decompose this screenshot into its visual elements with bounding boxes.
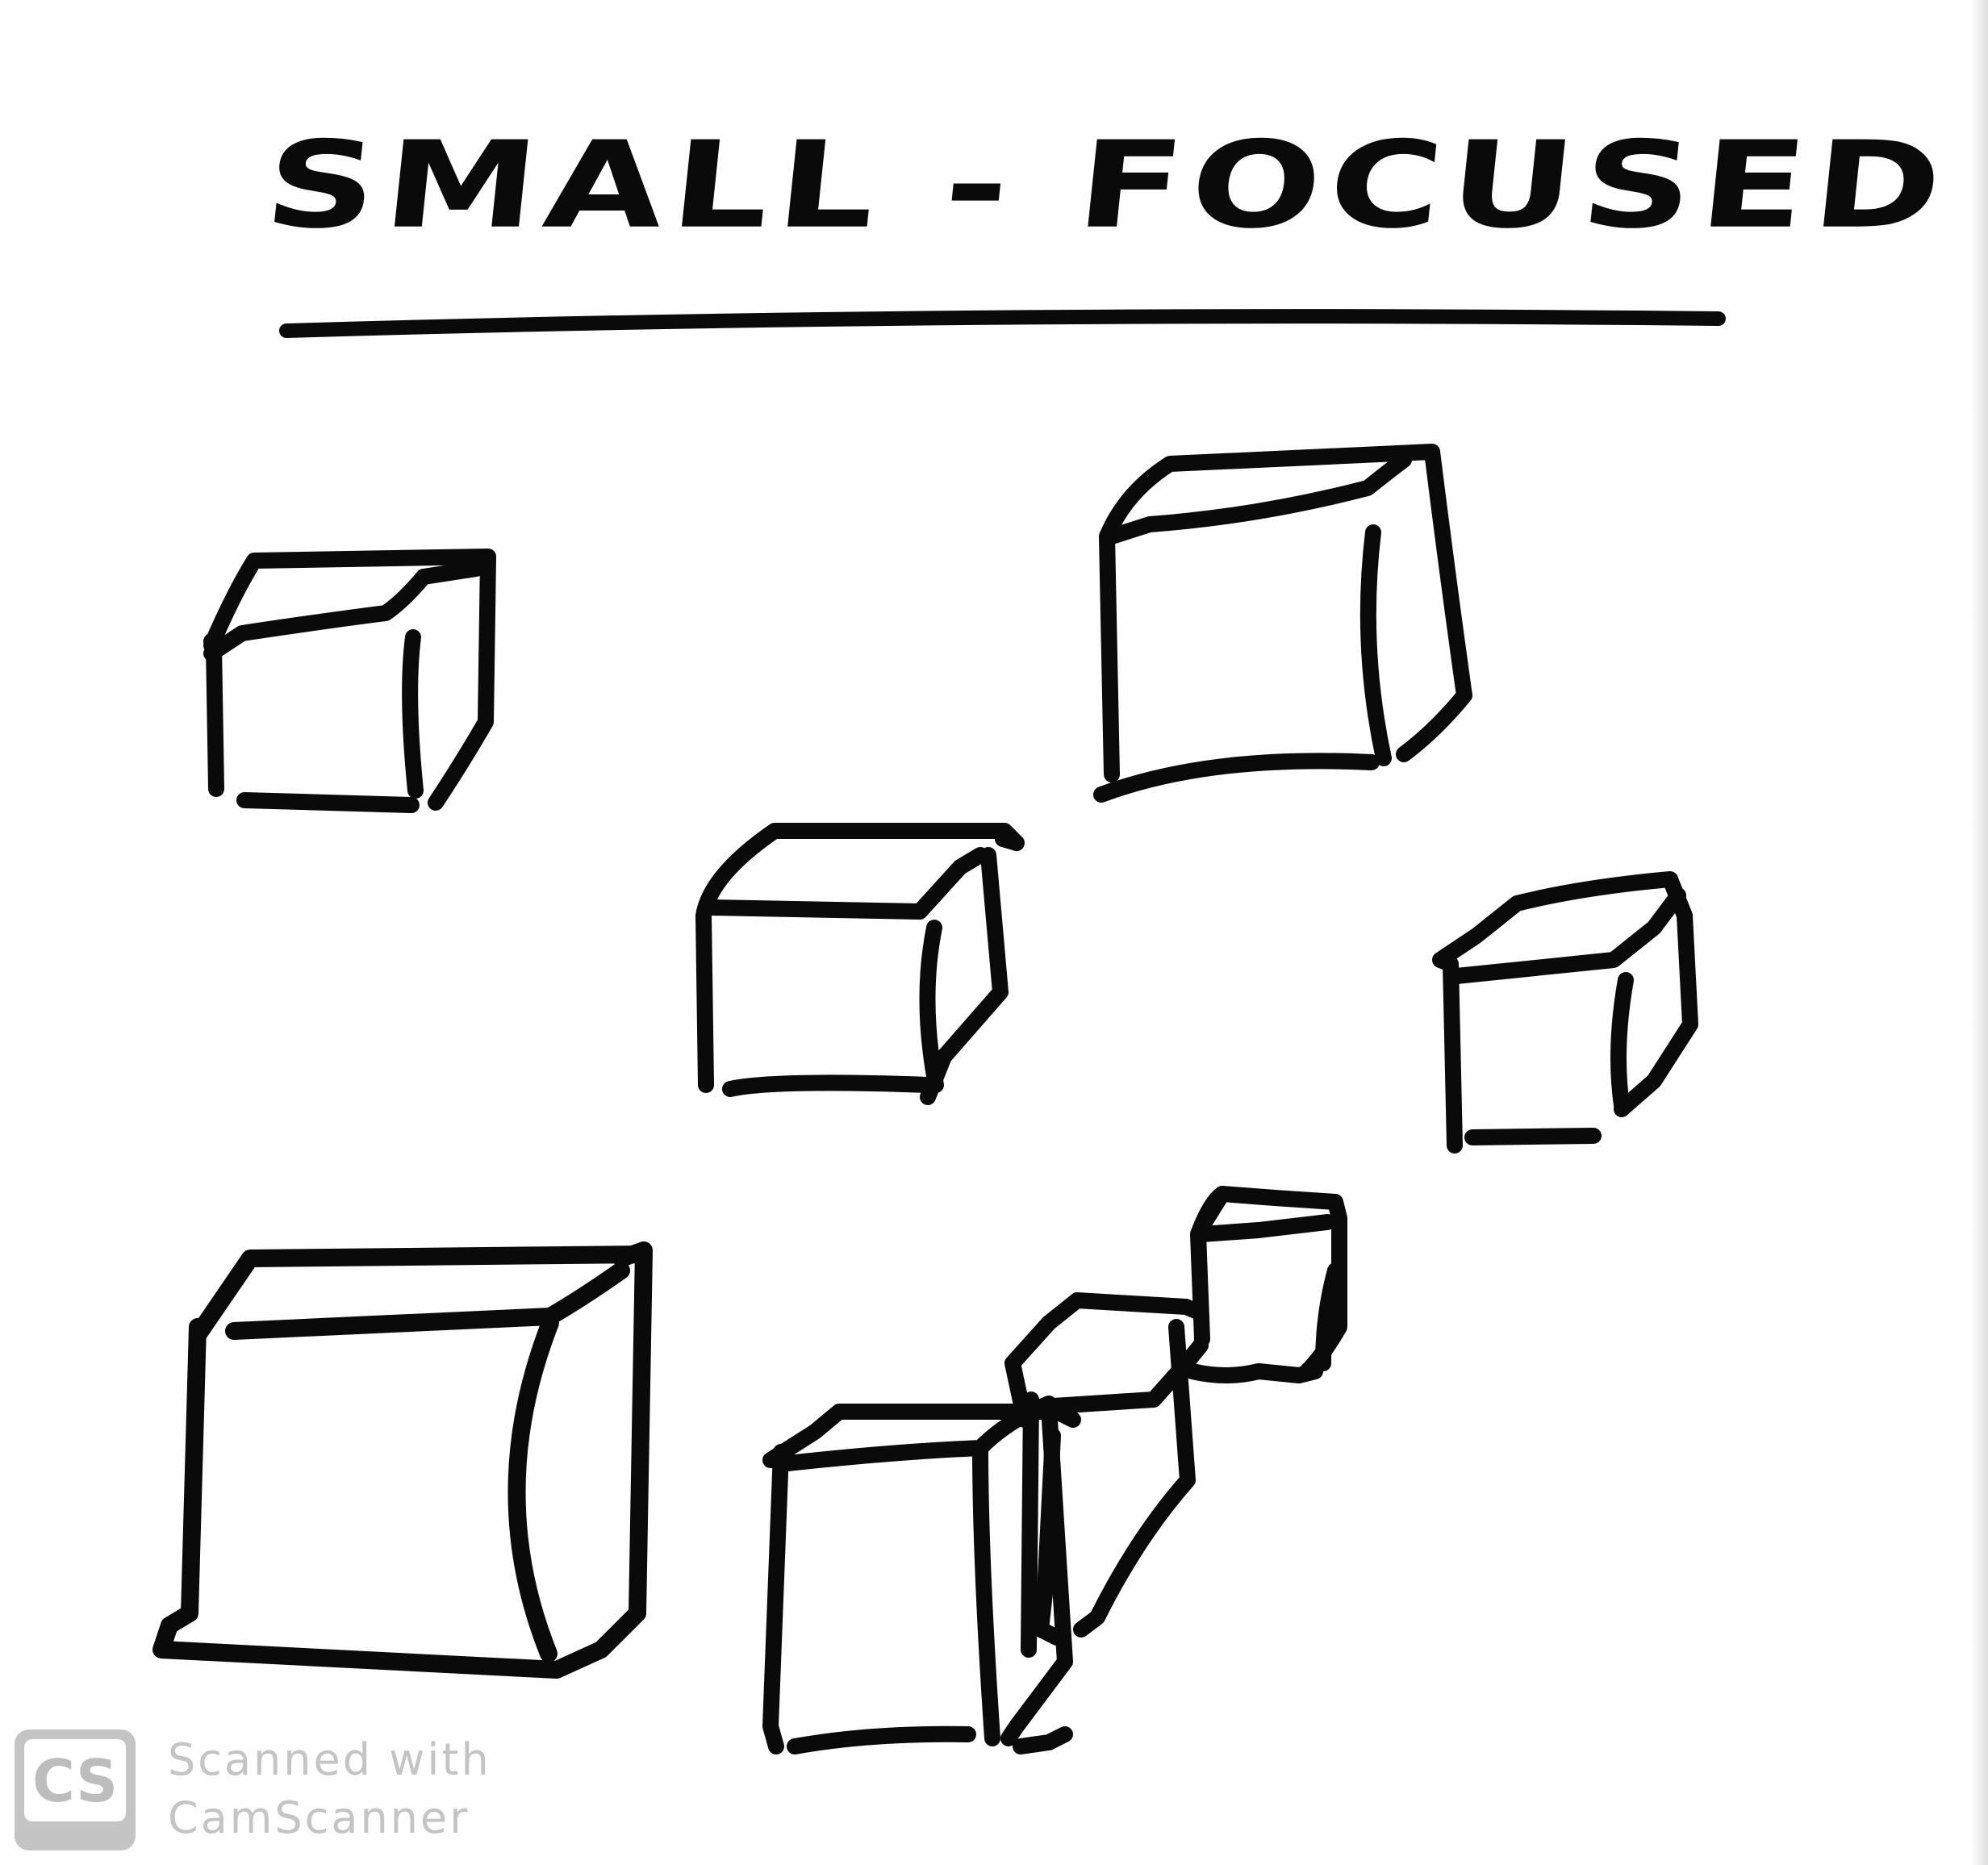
cube-4 [1432, 871, 1698, 1154]
camscanner-watermark: CS Scanned with CamScanner [15, 1725, 579, 1850]
cube-6 [152, 1241, 653, 1679]
watermark-line-2: CamScanner [168, 1792, 470, 1843]
camscanner-logo-text: CS [31, 1747, 119, 1815]
cube-2 [1093, 444, 1472, 803]
camscanner-logo: CS [15, 1729, 136, 1850]
cube-5 [1184, 1186, 1347, 1383]
title-underline [279, 309, 1726, 338]
cube-7-body [762, 1396, 1081, 1754]
cube-1 [203, 549, 496, 813]
cube-3 [695, 823, 1025, 1105]
page-edge-shadow [1970, 0, 1988, 1865]
watermark-line-1: Scanned with [168, 1734, 491, 1785]
cube-7 [787, 1292, 1209, 1754]
